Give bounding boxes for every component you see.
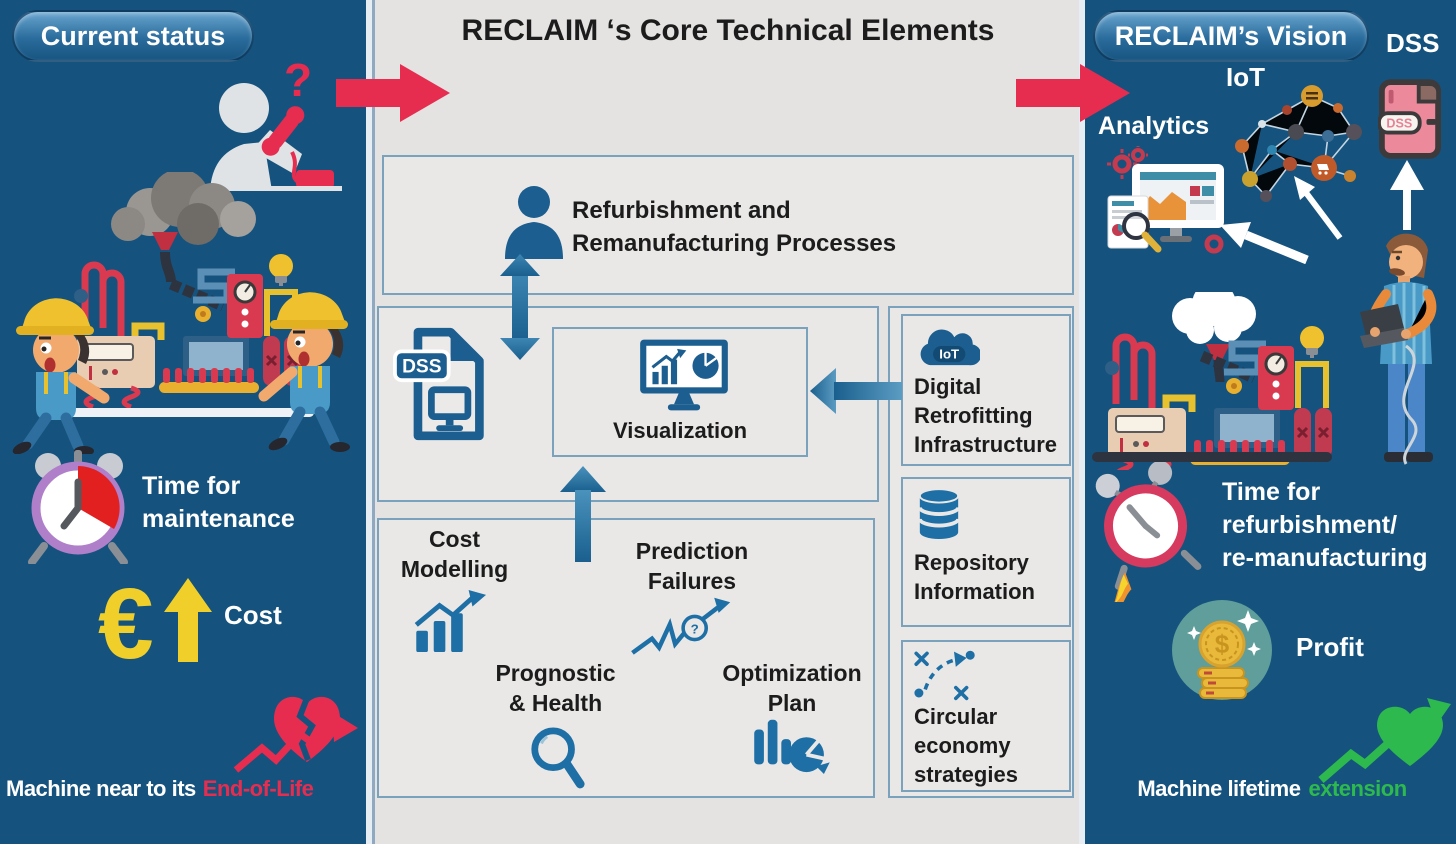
flow-arrow-left <box>810 368 902 414</box>
iot-cloud-icon: IoT <box>920 329 980 366</box>
repository-line2: Information <box>914 579 1035 604</box>
worker-right <box>258 292 350 452</box>
refurbishment-clock-icon <box>1095 462 1202 602</box>
arrow-to-dss <box>1390 160 1424 230</box>
profit-label: Profit <box>1296 632 1364 662</box>
question-mark-icon: ? <box>284 56 312 106</box>
circular-economy-label: Circular economy strategies <box>914 702 1018 789</box>
flow-arrow-bidirectional <box>500 254 540 360</box>
optimization-plan-line2: Plan <box>767 690 817 716</box>
dss-label: DSS <box>1386 28 1440 58</box>
time-for-maintenance-label: Time for maintenance <box>142 470 295 536</box>
refurbishment-box <box>382 155 1074 295</box>
vision-badge: RECLAIM’s Vision <box>1093 10 1369 62</box>
prediction-failures-line1: Prediction <box>635 538 749 564</box>
circular-economy-line3: strategies <box>914 762 1018 787</box>
dollar-glyph: $ <box>1215 629 1230 659</box>
profit-icon: $ <box>1172 600 1272 700</box>
repository-line1: Repository <box>914 550 1029 575</box>
prediction-question-glyph: ? <box>691 621 699 636</box>
time-for-maintenance-line2: maintenance <box>142 505 295 533</box>
arrow-to-iot <box>1294 176 1343 240</box>
iot-label: IoT <box>1226 62 1265 92</box>
strategy-icon <box>914 650 975 701</box>
digital-retrofitting-line1: Digital <box>914 374 982 399</box>
technician-with-laptop <box>1360 233 1437 465</box>
circular-economy-line1: Circular <box>914 704 998 729</box>
vision-badge-label: RECLAIM’s Vision <box>1114 20 1348 51</box>
cost-modelling-line2: Modelling <box>400 556 509 582</box>
transition-arrow-left <box>336 64 450 122</box>
prognostic-health-label: Prognostic & Health <box>478 658 633 718</box>
steam-cloud-icon <box>1172 292 1256 344</box>
panel-divider-right <box>1079 0 1085 844</box>
smoke-cloud-icon <box>111 172 256 245</box>
optimization-plan-label: Optimization Plan <box>712 658 872 718</box>
lifetime-label-green: extension <box>1308 776 1407 801</box>
end-of-life-label-white: Machine near to its <box>6 776 196 801</box>
prediction-failures-line2: Failures <box>647 568 737 594</box>
end-of-life-label-red: End-of-Life <box>202 776 314 801</box>
person-icon <box>505 186 563 259</box>
dss-file-label: DSS <box>402 356 442 377</box>
circular-economy-line2: economy <box>914 733 1011 758</box>
visualization-monitor-icon <box>640 339 728 411</box>
dss-book-label: DSS <box>1386 117 1412 131</box>
optimization-plan-line1: Optimization <box>722 660 862 686</box>
analytics-illustration <box>1107 146 1224 254</box>
time-refurbishment-line1: Time for <box>1222 478 1321 506</box>
lifetime-label-white: Machine lifetime <box>1137 776 1301 801</box>
cost-label: Cost <box>224 600 282 630</box>
digital-retrofitting-label: Digital Retrofitting Infrastructure <box>914 372 1057 459</box>
refurbished-machine-scene <box>1092 292 1353 470</box>
time-refurbishment-line2: refurbishment/ <box>1222 511 1398 539</box>
time-for-maintenance-line1: Time for <box>142 472 241 500</box>
cost-modelling-label: Cost Modelling <box>382 524 527 584</box>
broken-machine-scene <box>12 172 350 454</box>
cost-modelling-line1: Cost <box>428 526 481 552</box>
cost-modelling-icon <box>414 590 487 652</box>
panel-divider-left <box>366 0 372 844</box>
analytics-label: Analytics <box>1098 112 1210 140</box>
transition-arrow-right <box>1016 64 1130 122</box>
current-status-badge: Current status <box>12 10 254 62</box>
arrow-to-analytics <box>1220 222 1309 264</box>
iot-network-illustration <box>1235 85 1362 202</box>
digital-retrofitting-line3: Infrastructure <box>914 432 1058 457</box>
prognostic-magnifier-icon <box>531 727 585 789</box>
euro-symbol: € <box>98 570 154 664</box>
page-title: RECLAIM ‘s Core Technical Elements <box>461 14 995 47</box>
prediction-failures-icon: ? <box>631 597 731 655</box>
digital-retrofitting-line2: Retrofitting <box>914 403 1033 428</box>
end-of-life-heart-icon <box>233 696 358 773</box>
refurbishment-line2: Remanufacturing Processes <box>572 230 897 257</box>
time-refurbishment-line3: re-manufacturing <box>1222 544 1428 572</box>
flow-arrow-up <box>560 466 606 562</box>
maintenance-clock-icon <box>28 450 128 564</box>
prognostic-health-line1: Prognostic <box>495 660 616 686</box>
prognostic-health-line2: & Health <box>508 690 603 716</box>
repository-label: Repository Information <box>914 548 1035 606</box>
dss-book-icon: DSS <box>1378 79 1442 159</box>
time-for-refurbishment-label: Time for refurbishment/ re-manufacturing <box>1222 476 1428 575</box>
prediction-failures-label: Prediction Failures <box>612 536 772 596</box>
panel-divider-left-line <box>372 0 375 844</box>
optimization-plan-icon <box>754 719 830 774</box>
visualization-label: Visualization <box>612 418 748 443</box>
lifetime-extension-heart-icon <box>1318 698 1451 784</box>
lifetime-extension-label: Machine lifetime extension <box>1092 776 1452 802</box>
database-icon <box>917 488 961 539</box>
iot-cloud-label: IoT <box>939 346 959 361</box>
refurbishment-line1: Refurbishment and <box>572 197 791 224</box>
cost-increase-icon: € <box>98 570 212 664</box>
circular-economy-box <box>901 640 1071 792</box>
operator-on-phone-icon: ? <box>210 56 342 191</box>
dss-file-icon: DSS <box>393 327 484 441</box>
worker-left <box>12 298 110 454</box>
refurbishment-label: Refurbishment and Remanufacturing Proces… <box>572 194 896 260</box>
current-status-badge-label: Current status <box>40 20 226 51</box>
